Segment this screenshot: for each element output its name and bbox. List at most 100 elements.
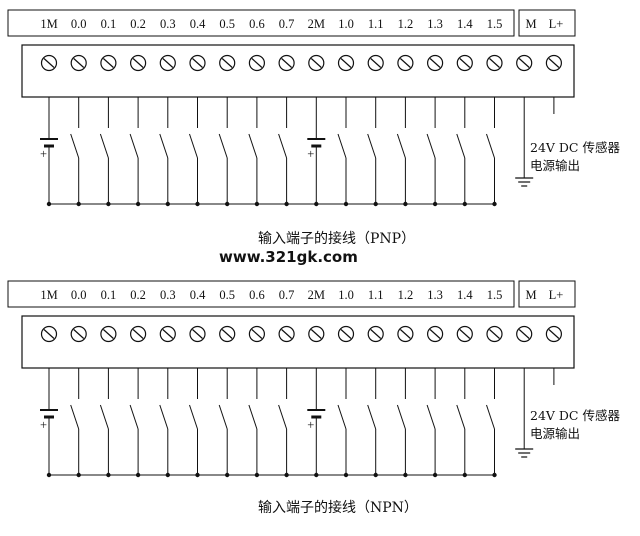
screw-slot xyxy=(192,329,203,339)
screw-slot xyxy=(281,329,293,339)
sensor-supply-label-line1: 24V DC 传感器 xyxy=(530,408,620,423)
terminal-label: 0.7 xyxy=(279,288,295,302)
switch-blade xyxy=(367,133,377,159)
terminal-label: 0.3 xyxy=(160,288,176,302)
screw-slot xyxy=(251,329,263,339)
sensor-supply-label-line2: 电源输出 xyxy=(530,426,580,441)
terminal-label: 2M xyxy=(308,17,325,31)
screw-slot xyxy=(399,58,411,68)
terminal-label: 0.1 xyxy=(101,17,117,31)
switch-blade xyxy=(248,404,258,430)
switch-blade xyxy=(337,404,347,430)
terminal-label: 1.0 xyxy=(338,288,354,302)
power-terminal-label: M xyxy=(525,288,536,302)
screw-slot xyxy=(459,329,471,339)
switch-blade xyxy=(189,133,198,159)
npn-wiring-panel: 24V DC 传感器 电源输出 输入端子的接线（NPN） 1M 0.0 0.1 0.2… xyxy=(7,280,620,516)
screw-slot xyxy=(370,329,382,339)
switch-blade xyxy=(396,133,406,159)
terminal-label: 1.0 xyxy=(338,17,354,31)
screw-slot xyxy=(399,329,411,339)
screw-slot xyxy=(429,329,441,339)
screw-slot xyxy=(489,58,500,68)
terminal-label: 1.3 xyxy=(427,17,443,31)
battery-plus-sign: + xyxy=(40,147,47,161)
screw-slot xyxy=(102,329,114,339)
screw-slot xyxy=(310,329,322,339)
screw-slot xyxy=(43,58,55,68)
screw-slot xyxy=(340,58,352,68)
terminal-label: 0.2 xyxy=(130,288,146,302)
switch-blade xyxy=(129,133,139,159)
switch-blade xyxy=(278,404,288,430)
terminal-label: 0.6 xyxy=(249,288,265,302)
screw-slot xyxy=(310,58,322,68)
screw-slot xyxy=(281,58,293,68)
terminal-label: 0.6 xyxy=(249,17,265,31)
switch-blade xyxy=(396,404,406,430)
terminal-label: 1.1 xyxy=(368,17,384,31)
switch-blade xyxy=(486,404,495,430)
terminal-label-strip xyxy=(7,280,515,308)
terminal-label: 2M xyxy=(308,288,325,302)
terminal-block xyxy=(21,44,575,98)
terminal-label: 1M xyxy=(40,288,57,302)
screw-slot xyxy=(370,58,382,68)
terminal-label: 0.2 xyxy=(130,17,146,31)
terminal-label: 1.2 xyxy=(398,17,414,31)
switch-blade xyxy=(129,404,139,430)
terminal-label: 0.0 xyxy=(71,288,87,302)
terminal-label: 0.5 xyxy=(219,17,235,31)
screw-slot xyxy=(73,329,85,339)
terminal-label: 1.3 xyxy=(427,288,443,302)
switch-blade xyxy=(218,404,228,430)
switch-blade xyxy=(218,133,228,159)
terminal-label: 1.4 xyxy=(457,288,473,302)
terminal-label: 0.1 xyxy=(101,288,117,302)
screw-slot xyxy=(132,58,144,68)
terminal-label: 1.2 xyxy=(398,288,414,302)
switch-blade xyxy=(159,404,169,430)
switch-blade xyxy=(70,133,80,159)
screw-slot xyxy=(102,58,114,68)
terminal-label: 1.1 xyxy=(368,288,384,302)
diagram-caption: 输入端子的接线（PNP） xyxy=(258,230,415,247)
switch-blade xyxy=(486,133,495,159)
sensor-supply-label-line1: 24V DC 传感器 xyxy=(530,140,620,155)
screw-slot xyxy=(192,58,203,68)
switch-blade xyxy=(99,133,109,159)
switch-blade xyxy=(70,404,80,430)
switch-blade xyxy=(367,404,377,430)
switch-blade xyxy=(99,404,109,430)
terminal-block xyxy=(21,315,575,369)
screw-slot xyxy=(459,58,471,68)
screw-slot xyxy=(489,329,500,339)
screw-slot xyxy=(162,58,174,68)
terminal-label: 1.5 xyxy=(487,17,503,31)
terminal-label: 0.4 xyxy=(190,288,206,302)
terminal-label: 0.5 xyxy=(219,288,235,302)
terminal-label: 1M xyxy=(40,17,57,31)
terminal-label-strip xyxy=(7,9,515,37)
screw-slot xyxy=(340,329,352,339)
diagram-caption: 输入端子的接线（NPN） xyxy=(258,499,418,516)
battery-plus-sign: + xyxy=(307,147,314,161)
screw-slot xyxy=(548,329,560,339)
terminal-label: 0.4 xyxy=(190,17,206,31)
screw-slot xyxy=(518,58,530,68)
power-label-strip xyxy=(518,280,576,308)
switch-blade xyxy=(456,133,466,159)
switch-blade xyxy=(456,404,466,430)
screw-slot xyxy=(429,58,441,68)
screw-slot xyxy=(548,58,560,68)
sensor-supply-label-line2: 电源输出 xyxy=(530,158,580,173)
switch-blade xyxy=(248,133,258,159)
switch-blade xyxy=(426,133,436,159)
switch-blade xyxy=(426,404,436,430)
screw-slot xyxy=(221,329,233,339)
battery-plus-sign: + xyxy=(40,418,47,432)
power-terminal-label: M xyxy=(525,17,536,31)
screw-slot xyxy=(132,329,144,339)
